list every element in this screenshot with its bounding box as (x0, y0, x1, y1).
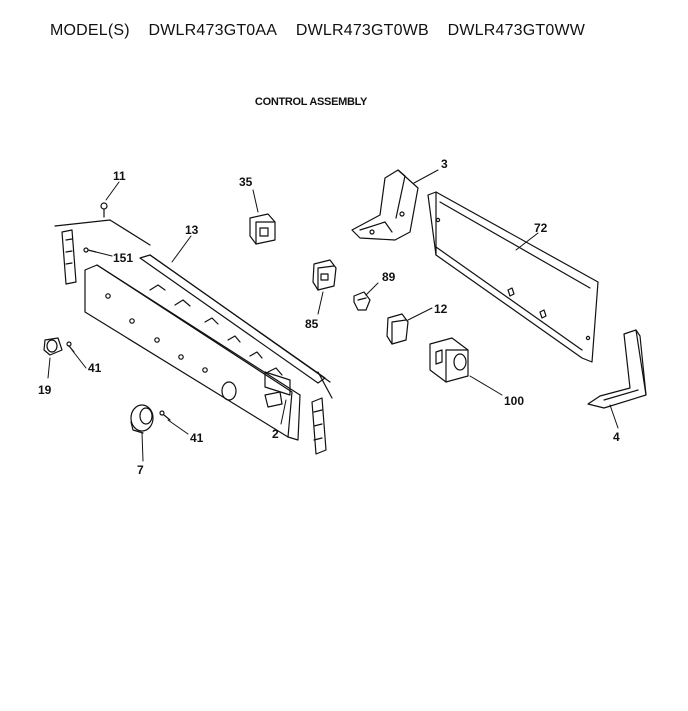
callout-leader-lines (47, 169, 619, 462)
callout-label: 41 (190, 431, 204, 445)
callout-label: 7 (137, 463, 144, 477)
callout-label: 12 (434, 302, 448, 316)
screw-part-11 (100, 202, 108, 218)
callout-label: 100 (504, 394, 524, 408)
callout-label: 151 (113, 251, 133, 265)
callout-label: 72 (534, 221, 548, 235)
callout-label: 11 (113, 169, 126, 183)
bracket-part-3 (351, 169, 419, 241)
callout-label: 3 (441, 157, 448, 171)
screw-part-151 (83, 247, 97, 253)
callout-label: 41 (88, 361, 102, 375)
left-end-bracket (54, 219, 151, 285)
callout-label: 19 (38, 383, 52, 397)
callout-label: 89 (382, 270, 396, 284)
clip-part-89 (353, 291, 371, 311)
switch-part-85 (312, 259, 337, 291)
callout-labels: 11 151 13 35 3 72 89 85 12 100 41 19 2 4… (38, 157, 620, 477)
callout-label: 4 (613, 430, 620, 444)
switch-part-35 (249, 213, 276, 245)
model-number: DWLR473GT0WW (447, 22, 586, 39)
switch-part-12 (386, 313, 409, 345)
model-number: DWLR473GT0WB (295, 22, 429, 39)
callout-label: 85 (305, 317, 319, 331)
rear-panel-part-72 (427, 191, 599, 363)
callout-label: 35 (239, 175, 253, 189)
model-number: DWLR473GT0AA (148, 22, 278, 39)
model-prefix: MODEL(S) (50, 22, 130, 39)
knob-part-7 (130, 404, 154, 434)
callout-label: 2 (272, 427, 279, 441)
end-bracket-part-4 (587, 329, 647, 409)
control-panel-part-13 (84, 254, 331, 441)
timer-part-100 (429, 337, 469, 383)
callout-label: 13 (185, 223, 199, 237)
knob-part-19 (43, 337, 63, 356)
right-end-bracket-part-2 (264, 371, 333, 455)
spring-clip-part-41 (159, 410, 171, 421)
model-header: MODEL(S) DWLR473GT0AA DWLR473GT0WB DWLR4… (50, 22, 670, 40)
diagram-title: CONTROL ASSEMBLY (254, 96, 368, 108)
